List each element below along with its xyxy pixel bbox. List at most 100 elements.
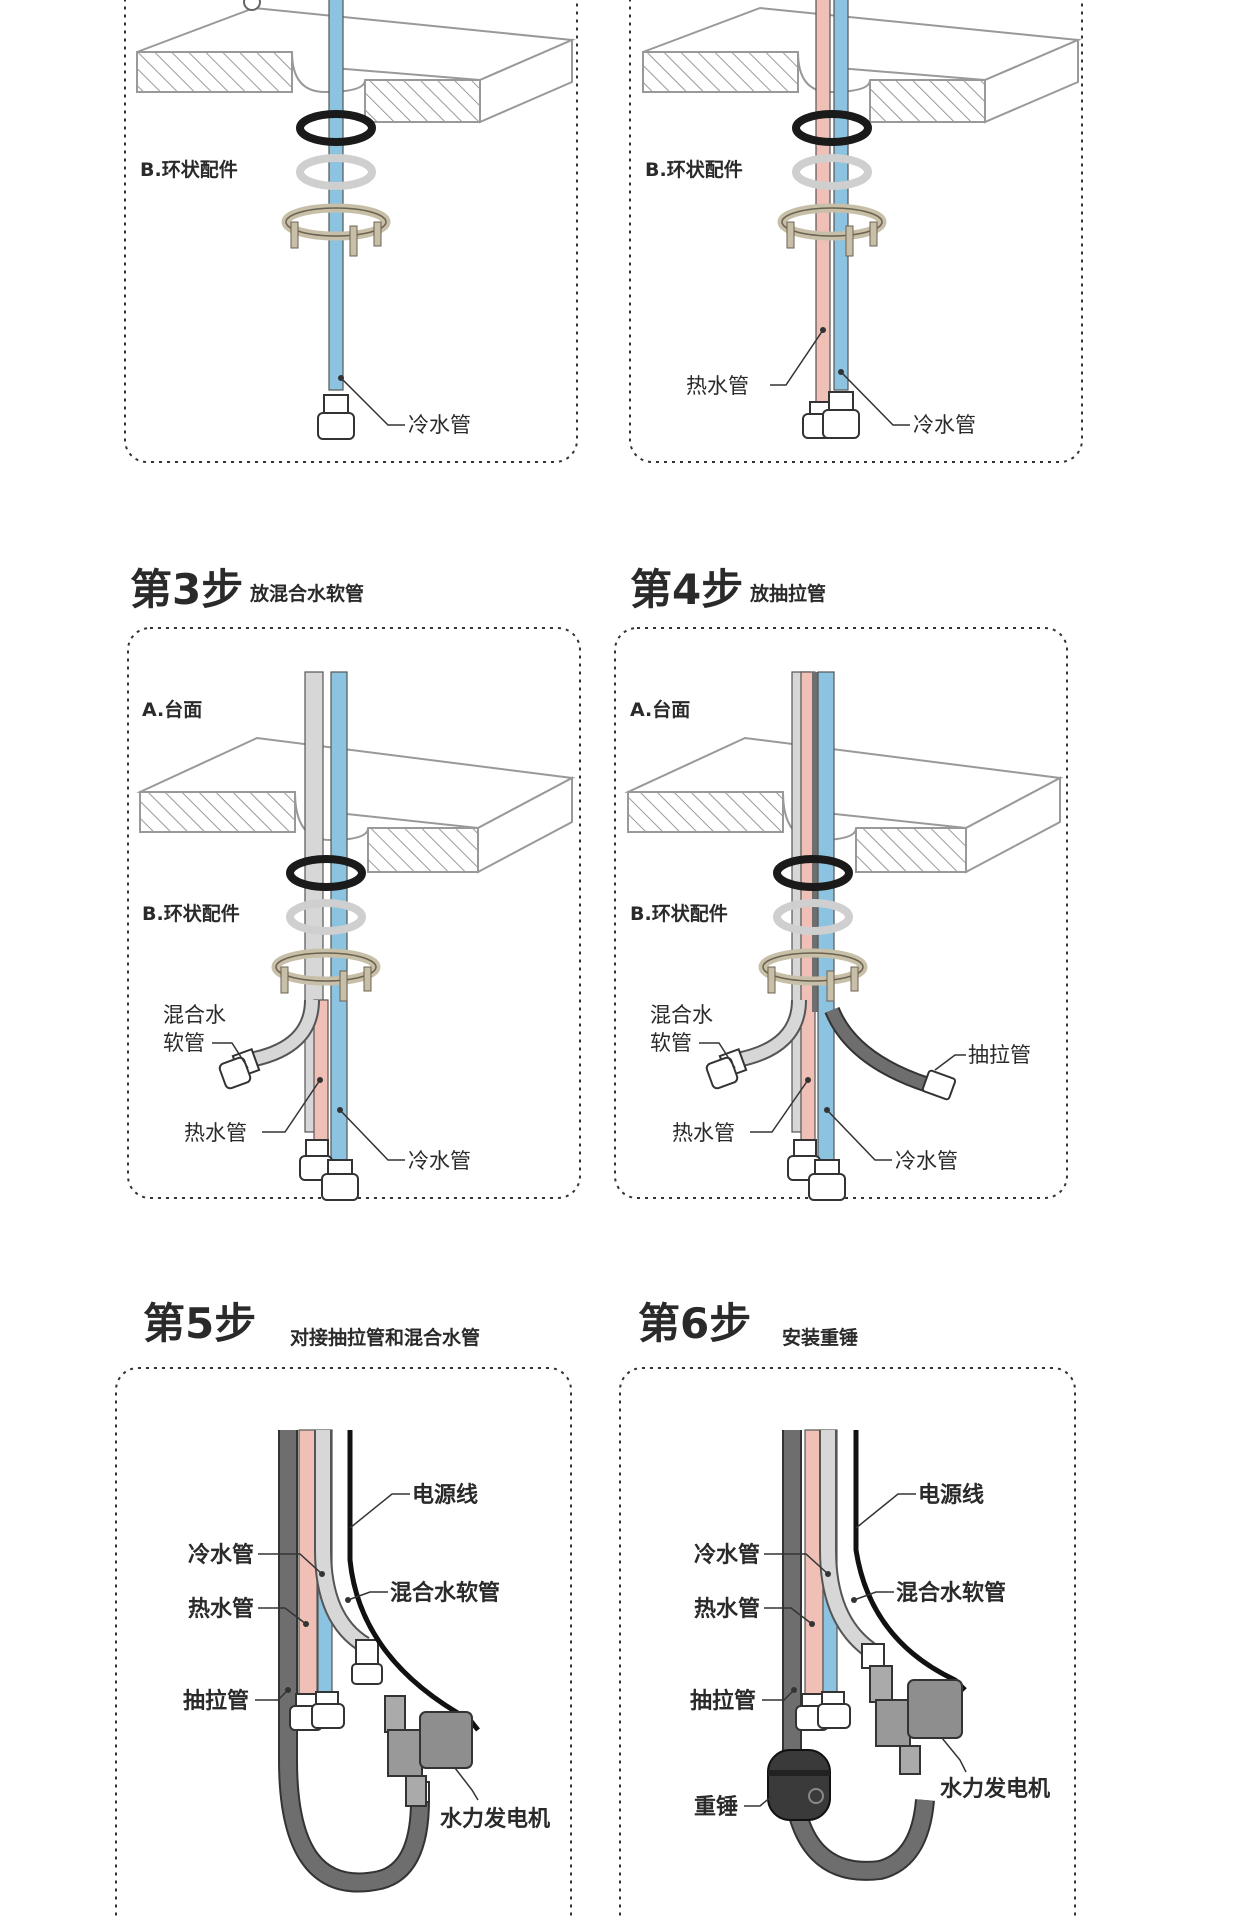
step-5-cold-leader: [258, 1553, 323, 1575]
step-1-faucet-edge: [243, 0, 261, 11]
step-1-panel: B.环状配件 冷水管: [124, 0, 578, 463]
step-3-panel: 第3步 放混合水软管 A.台面 B.环状配件 混: [127, 565, 581, 1201]
step-2-counter: [642, 6, 1082, 124]
step-4-hot-leader: [750, 1079, 809, 1133]
step-5-mixed-label: 混合水软管: [390, 1580, 500, 1606]
step-2-cold-fitting: [828, 391, 854, 411]
step-5-hot-leader: [258, 1607, 307, 1625]
step-1-cold-fitting: [323, 394, 349, 414]
step-5-generator-leader: [454, 1767, 479, 1801]
step-4-pull-hose-end: [921, 1069, 957, 1101]
step-5-generator: [384, 1695, 473, 1807]
step-3-title: 第3步: [130, 565, 243, 614]
step-6-cold-label: 冷水管: [694, 1542, 760, 1568]
step-3-hot-label: 热水管: [184, 1121, 247, 1145]
step-3-mixed-leader: [212, 1042, 249, 1069]
step-6-generator-label: 水力发电机: [940, 1776, 1050, 1802]
step-6-mixed-leader: [853, 1591, 894, 1601]
step-2-cold-label: 冷水管: [913, 413, 976, 437]
step-6-pull-leader: [762, 1689, 795, 1701]
step-2-cold-nut: [822, 409, 860, 439]
step-4-mixed-nut: [705, 1056, 739, 1090]
step-5-power-cord: [347, 1430, 480, 1732]
step-2-hot-pipe: [815, 0, 831, 403]
step-5-power-label: 电源线: [412, 1482, 478, 1508]
step-3-counter: [136, 736, 576, 874]
step-4-cold-leader: [826, 1109, 892, 1161]
step-3-cold-pipe: [330, 671, 348, 1163]
step-1-cold-pipe: [328, 0, 344, 391]
step-6-cold-leader: [764, 1553, 829, 1575]
step-6-weight: [767, 1749, 831, 1821]
step-5-hot-label: 热水管: [188, 1596, 254, 1622]
step-6-power-cord: [853, 1430, 967, 1692]
step-4-hot-label: 热水管: [672, 1121, 735, 1145]
step-4-bracket: [758, 948, 868, 1002]
step-3-cold-nut: [321, 1173, 359, 1201]
step-5-mixed-nut: [351, 1663, 383, 1685]
step-3-cold-leader: [339, 1109, 405, 1161]
step-5-pull-label: 抽拉管: [183, 1688, 249, 1714]
step-4-ring-label: B.环状配件: [630, 902, 728, 925]
step-4-cold-nut: [808, 1173, 846, 1201]
step-6-frame: [619, 1367, 1076, 1920]
step-5-mixed-fitting: [355, 1639, 379, 1667]
step-3-counter-label: A.台面: [142, 698, 202, 721]
step-5-mixed-leader: [347, 1591, 388, 1601]
step-3-mixed-label-2: 软管: [163, 1031, 205, 1055]
step-4-mixed-label-2: 软管: [650, 1031, 692, 1055]
step-6-title: 第6步: [638, 1299, 751, 1348]
step-2-hot-leader: [770, 329, 824, 386]
step-4-mixed-label-1: 混合水: [650, 1003, 713, 1027]
step-6-hot-label: 热水管: [694, 1596, 760, 1622]
step-4-pull-label: 抽拉管: [968, 1043, 1031, 1067]
step-2-panel: B.环状配件 热水管 冷水管: [629, 0, 1083, 463]
step-3-mixed-nut: [218, 1056, 252, 1090]
step-4-cold-pipe: [817, 671, 835, 1163]
step-2-cold-pipe: [833, 0, 849, 391]
step-4-black-ring: [773, 855, 853, 891]
step-6-generator: [869, 1665, 963, 1775]
step-1-frame: [124, 0, 578, 463]
step-6-subtitle: 安装重锤: [782, 1326, 858, 1349]
step-1-black-ring: [296, 110, 376, 146]
step-2-hot-label: 热水管: [686, 374, 749, 398]
step-1-grey-ring: [296, 154, 376, 190]
step-2-cold-leader: [840, 371, 910, 426]
step-6-cold-nut: [817, 1703, 851, 1729]
step-5-panel: 第5步 对接抽拉管和混合水管 电源线 冷水管: [115, 1299, 572, 1920]
step-5-title: 第5步: [143, 1299, 256, 1348]
step-5-generator-label: 水力发电机: [440, 1806, 550, 1832]
step-4-mixed-leader: [699, 1042, 736, 1069]
step-1-cold-leader: [340, 377, 405, 426]
step-3-ring-label: B.环状配件: [142, 902, 240, 925]
step-2-frame: [629, 0, 1083, 463]
step-1-cold-nut: [317, 412, 355, 440]
step-4-pull-hose-core: [812, 672, 818, 1012]
step-5-cold-nut: [311, 1703, 345, 1729]
step-3-bracket: [271, 948, 381, 1002]
step-4-panel: 第4步 放抽拉管 A.台面: [614, 565, 1068, 1201]
step-3-frame: [127, 627, 581, 1199]
step-5-pull-leader: [255, 1689, 289, 1701]
step-5-power-leader: [349, 1493, 410, 1529]
step-6-pull-label: 抽拉管: [690, 1688, 756, 1714]
step-1-counter: [136, 6, 576, 124]
step-1-ring-label: B.环状配件: [140, 158, 238, 181]
step-3-mixed-label-1: 混合水: [163, 1003, 226, 1027]
step-6-weight-label: 重锤: [694, 1794, 738, 1820]
step-5-cold-label: 冷水管: [188, 1542, 254, 1568]
step-3-subtitle: 放混合水软管: [249, 582, 364, 605]
step-4-counter: [624, 736, 1064, 874]
step-2-black-ring: [792, 110, 872, 146]
step-4-grey-ring: [773, 899, 853, 935]
step-3-cold-label: 冷水管: [408, 1149, 471, 1173]
step-6-hot-leader: [764, 1607, 813, 1625]
step-4-frame: [614, 627, 1068, 1199]
step-6-power-leader: [855, 1493, 916, 1529]
step-3-black-ring: [286, 855, 366, 891]
step-2-grey-ring: [792, 154, 872, 190]
step-3-hot-leader: [262, 1079, 321, 1133]
step-4-pull-leader: [934, 1054, 966, 1071]
